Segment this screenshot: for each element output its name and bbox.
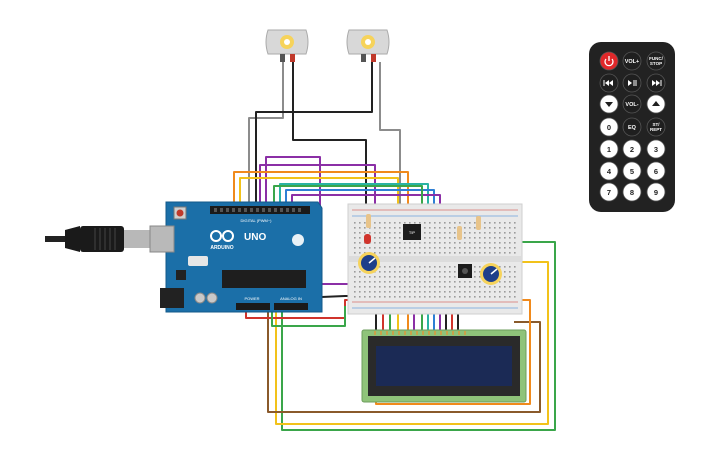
remote-button-7[interactable]: 7 — [599, 182, 619, 202]
remote-button-1[interactable]: 1 — [599, 139, 619, 159]
analog-header — [274, 303, 308, 310]
remote-button-play-pause-icon[interactable] — [622, 73, 642, 93]
wire-motor1-gray[interactable] — [248, 62, 284, 210]
remote-button-func-stop[interactable]: FUNC/STOP — [646, 51, 666, 71]
board-model: UNO — [244, 232, 266, 243]
digital-header — [210, 206, 310, 214]
play-pause-icon — [628, 80, 637, 86]
remote-button-3[interactable]: 3 — [646, 139, 666, 159]
remote-button-label: ST/ — [652, 122, 660, 127]
remote-button-label: 8 — [630, 188, 634, 197]
remote-button-0[interactable]: 0 — [599, 117, 619, 137]
board-brand: ARDUINO — [210, 245, 233, 251]
lcd-display[interactable] — [361, 329, 527, 403]
led-red[interactable] — [364, 234, 371, 244]
transistor-label: TIP — [409, 230, 416, 235]
remote-button-fast-forward-icon[interactable] — [646, 73, 666, 93]
remote-button-label: 0 — [607, 123, 611, 132]
potentiometer-2[interactable] — [480, 263, 502, 285]
remote-button-label: 5 — [630, 167, 634, 176]
resistor-3[interactable] — [457, 226, 462, 240]
power-jack — [160, 288, 184, 308]
remote-button-eq[interactable]: EQ — [622, 117, 642, 137]
remote-button-label: REPT — [650, 127, 662, 132]
down-arrow-icon — [605, 102, 613, 107]
lcd-screen — [376, 346, 512, 386]
remote-button-9[interactable]: 9 — [646, 182, 666, 202]
remote-button-label: 3 — [654, 145, 658, 154]
remote-button-vol-[interactable]: VOL+ — [622, 51, 642, 71]
remote-button-4[interactable]: 4 — [599, 161, 619, 181]
remote-button-label: 9 — [654, 188, 658, 197]
power-icon — [604, 56, 614, 67]
transistor[interactable] — [403, 224, 421, 240]
wire-green-right[interactable] — [281, 241, 556, 431]
remote-button-label: VOL- — [625, 102, 638, 108]
remote-button-2[interactable]: 2 — [622, 139, 642, 159]
usb-port — [149, 225, 175, 253]
remote-button-down-arrow-icon[interactable] — [599, 94, 619, 114]
arduino-logo-icon — [210, 230, 222, 242]
remote-button-label: 2 — [630, 145, 634, 154]
rewind-icon — [603, 80, 613, 86]
dc-motor-1[interactable] — [265, 29, 309, 62]
wire-purple-1[interactable] — [265, 156, 390, 285]
wire-motor1-black[interactable] — [292, 62, 367, 225]
remote-button-label: VOL+ — [625, 59, 640, 65]
remote-button-st-rept[interactable]: ST/REPT — [646, 117, 666, 137]
remote-button-label: STOP — [650, 61, 662, 66]
arduino-uno-board[interactable]: DIGITAL (PWM~) UNO ARDUINO POWER ANALOG … — [149, 201, 323, 313]
power-header — [236, 303, 270, 310]
analog-header-label: ANALOG IN — [280, 296, 302, 301]
remote-button-label: 1 — [607, 145, 611, 154]
resistor-1[interactable] — [366, 214, 371, 228]
dc-motor-2[interactable] — [346, 29, 390, 62]
potentiometer-1[interactable] — [358, 252, 380, 274]
remote-button-8[interactable]: 8 — [622, 182, 642, 202]
remote-button-label: FUNC/ — [649, 56, 663, 61]
remote-button-5[interactable]: 5 — [622, 161, 642, 181]
remote-buttons: VOL+ FUNC/STOP VOL- 0 EQ ST/REPT 1 2 3 4 5 6 7 8 9 — [599, 51, 666, 202]
ir-remote[interactable]: VOL+ FUNC/STOP VOL- 0 EQ ST/REPT 1 2 3 4 5 6 7 8 9 — [589, 42, 675, 212]
wire-green-bottom[interactable] — [271, 306, 346, 327]
up-arrow-icon — [652, 101, 660, 106]
power-header-label: POWER — [244, 296, 259, 301]
usb-cable — [45, 226, 166, 252]
remote-button-rewind-icon[interactable] — [599, 73, 619, 93]
digital-header-label: DIGITAL (PWM~) — [241, 218, 273, 223]
remote-button-label: 7 — [607, 188, 611, 197]
wire-brown[interactable] — [267, 312, 541, 413]
fast-forward-icon — [652, 80, 662, 86]
wire-motor2-black[interactable] — [255, 62, 373, 210]
remote-button-up-arrow-icon[interactable] — [646, 94, 666, 114]
remote-button-vol-[interactable]: VOL- — [622, 94, 642, 114]
remote-button-6[interactable]: 6 — [646, 161, 666, 181]
remote-button-label: 6 — [654, 167, 658, 176]
remote-button-label: EQ — [628, 125, 637, 131]
breadboard[interactable]: TIP — [347, 203, 523, 315]
remote-button-label: 4 — [607, 167, 612, 176]
resistor-2[interactable] — [476, 216, 481, 230]
atmega-chip — [222, 270, 306, 288]
wire-motor2-gray[interactable] — [379, 62, 401, 225]
remote-button-power-icon[interactable] — [599, 51, 619, 71]
